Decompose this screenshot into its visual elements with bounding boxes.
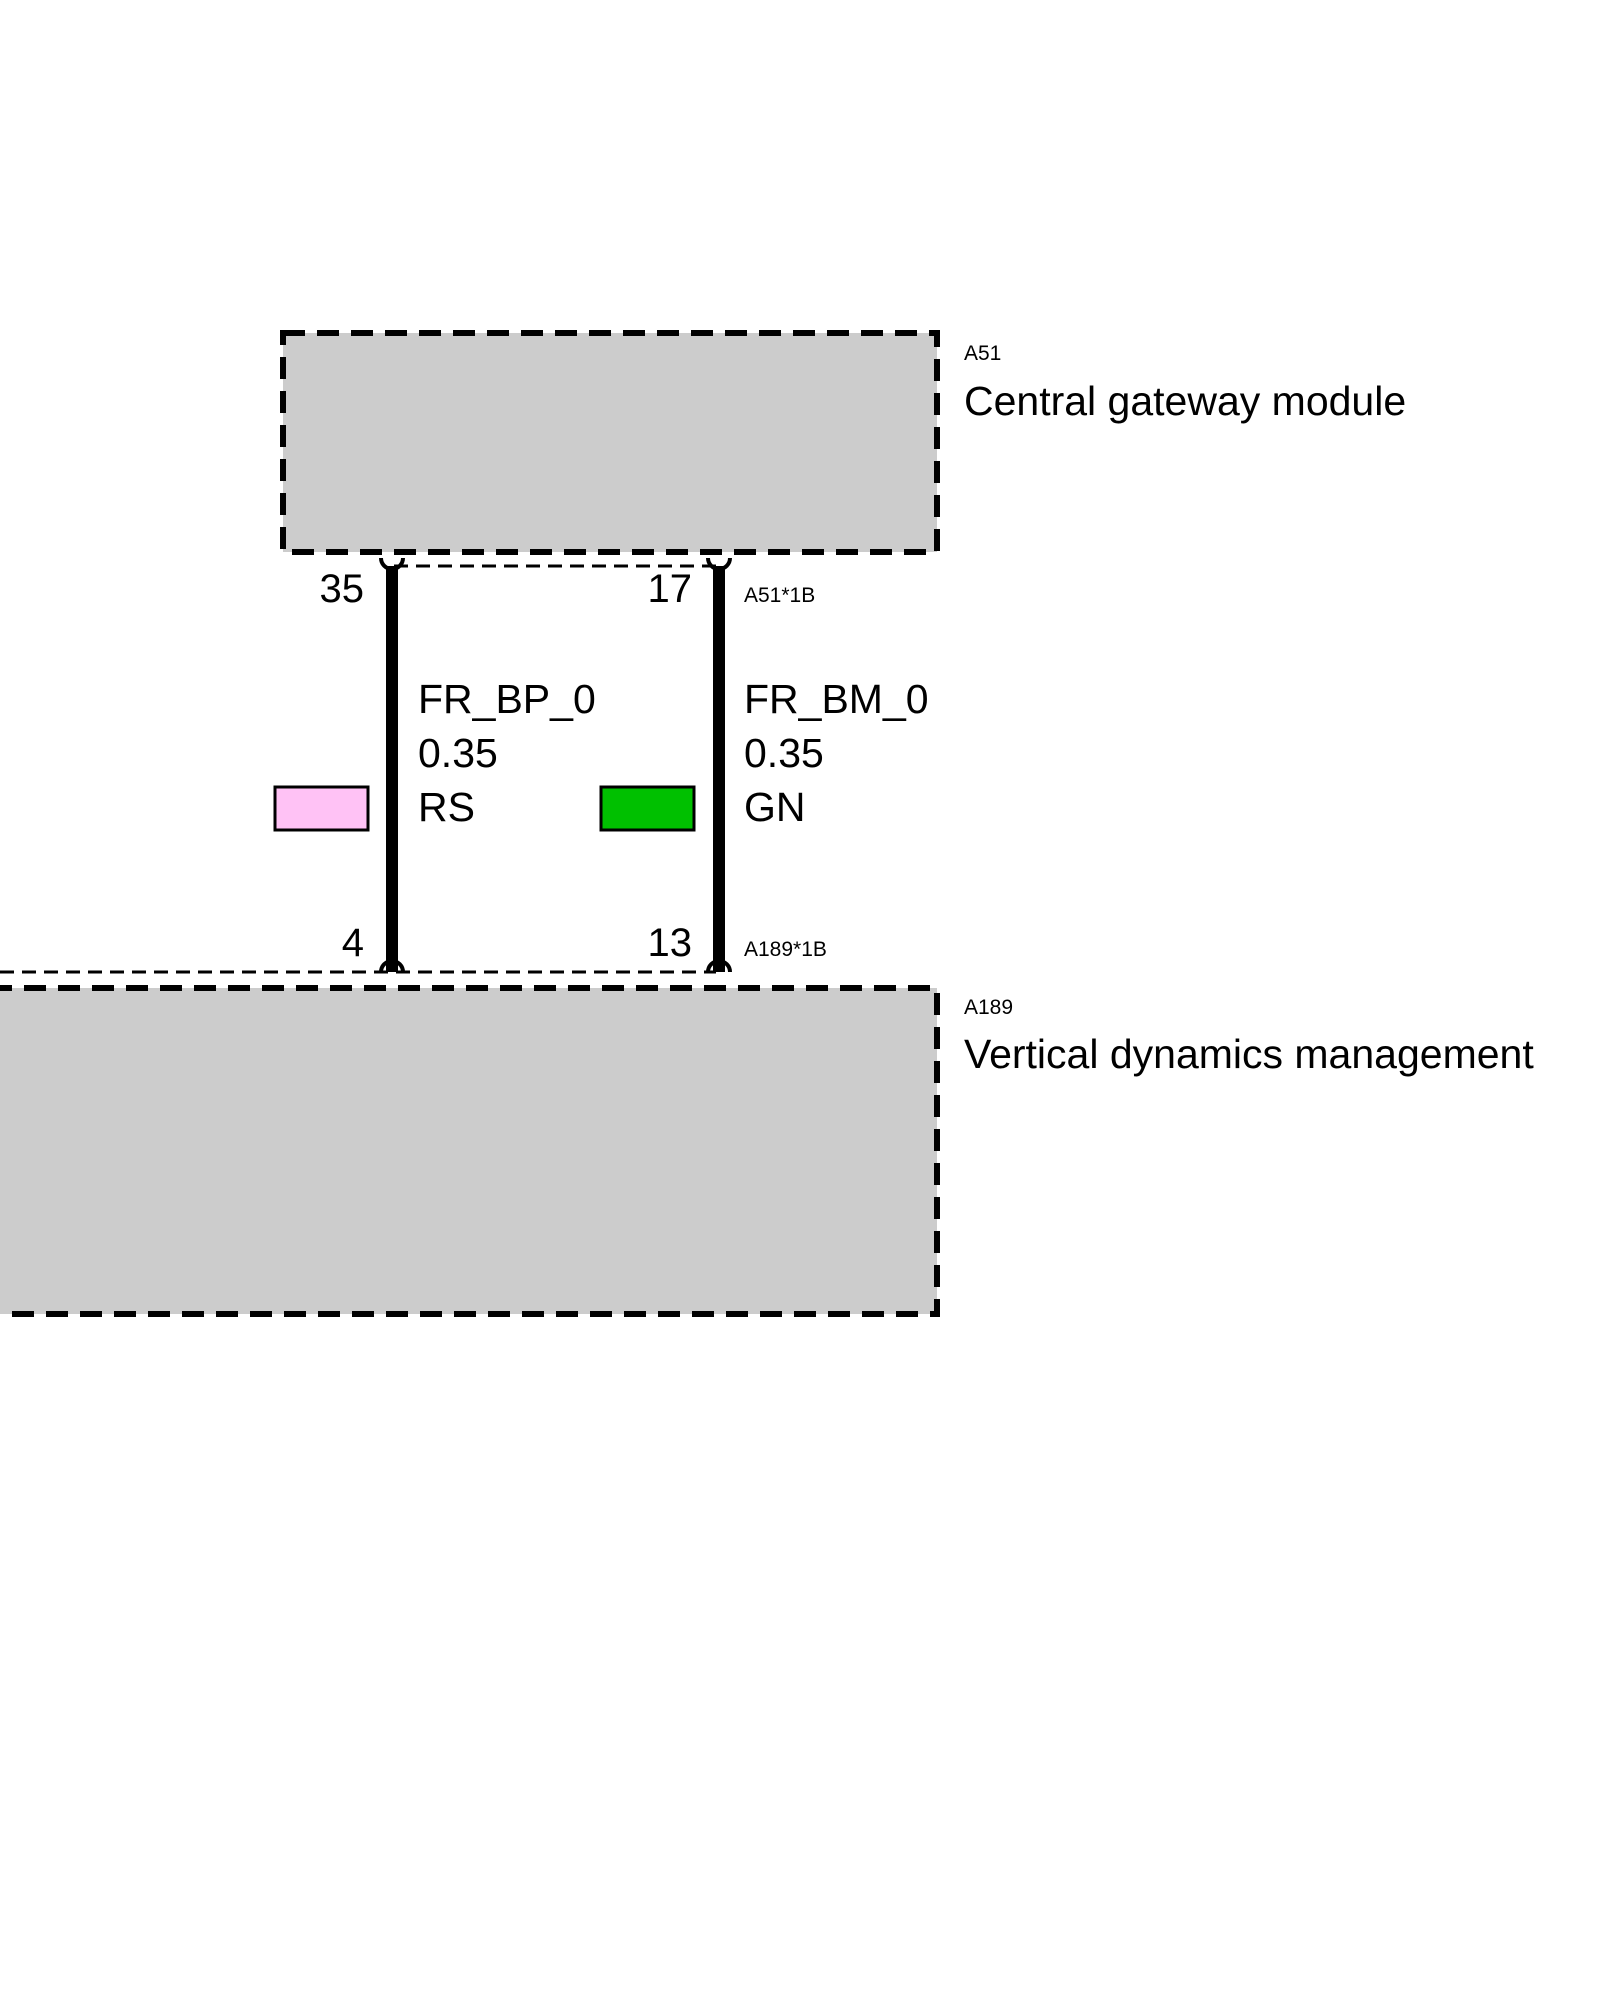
pin-a189-4: 4: [342, 921, 364, 965]
wire-fr-bp-0-color-code: RS: [418, 784, 475, 830]
wire-color-swatch-rs: [273, 785, 370, 832]
wire-fr-bm-0-name: FR_BM_0: [744, 676, 929, 722]
component-a51-id: A51: [964, 342, 1001, 365]
wire-fr-bp-0[interactable]: 35 4 FR_BP_0 0.35 RS: [273, 557, 596, 973]
component-a189-name: Vertical dynamics management: [964, 1031, 1534, 1077]
pin-terminal-icon: [379, 557, 405, 571]
wire-fr-bm-0[interactable]: 17 13 FR_BM_0 0.35 GN: [599, 557, 929, 973]
wire-fr-bm-0-color-code: GN: [744, 784, 806, 830]
component-a51-box[interactable]: [280, 330, 940, 555]
wire-fr-bp-0-name: FR_BP_0: [418, 676, 596, 722]
connector-a51-1b-label: A51*1B: [744, 584, 815, 607]
pin-a51-17: 17: [648, 567, 693, 611]
pin-terminal-icon: [379, 959, 405, 973]
connector-a189-1b-label: A189*1B: [744, 938, 827, 961]
component-a189-id: A189: [964, 996, 1013, 1019]
wire-fr-bp-0-gauge: 0.35: [418, 730, 498, 776]
wire-fr-bm-0-gauge: 0.35: [744, 730, 824, 776]
pin-terminal-icon: [706, 557, 732, 571]
component-a51-name: Central gateway module: [964, 378, 1406, 424]
pin-a189-13: 13: [648, 921, 693, 965]
pin-terminal-icon: [706, 959, 732, 973]
component-a189-box[interactable]: [0, 985, 940, 1317]
pin-a51-35: 35: [320, 567, 365, 611]
wire-color-swatch-gn: [599, 785, 696, 832]
